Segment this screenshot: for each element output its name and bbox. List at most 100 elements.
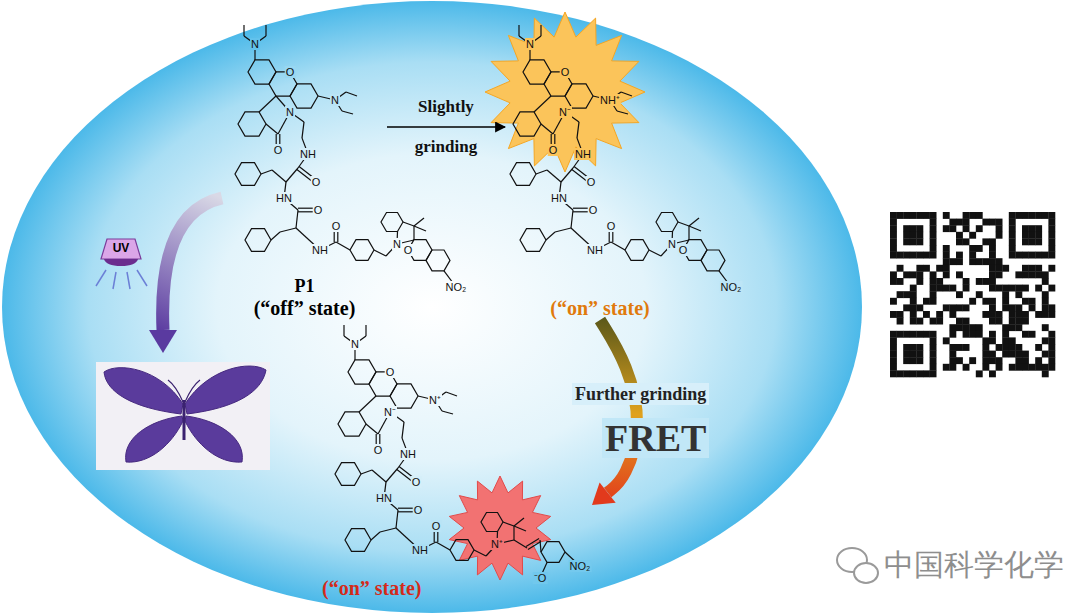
atom-label: NH — [299, 148, 317, 160]
qr-cell — [1042, 364, 1049, 371]
atom-label: O — [678, 244, 689, 256]
qr-cell — [1042, 324, 1049, 331]
qr-cell — [890, 364, 897, 371]
benzene-ring — [426, 250, 450, 271]
qr-cell — [910, 344, 917, 351]
atom-label: NH — [399, 448, 417, 460]
qr-cell — [956, 238, 963, 245]
qr-cell — [1015, 351, 1022, 358]
qr-cell — [989, 298, 996, 305]
qr-cell — [910, 331, 917, 338]
bond-line — [365, 325, 366, 336]
qr-cell — [930, 298, 937, 305]
qr-cell — [1015, 212, 1022, 219]
atom-label: N — [392, 238, 402, 250]
qr-cell — [1048, 225, 1055, 232]
qr-cell — [903, 344, 910, 351]
uv-ray — [137, 270, 147, 286]
qr-cell — [910, 252, 917, 259]
benzene-ring — [541, 542, 565, 563]
uv-ray — [127, 272, 130, 289]
bond-line — [555, 228, 571, 232]
qr-cell — [996, 344, 1003, 351]
bond-line — [271, 232, 280, 240]
butterfly-body — [183, 400, 186, 440]
benzene-ring — [348, 360, 376, 384]
qr-cell — [996, 318, 1003, 325]
qr-cell — [1048, 265, 1055, 272]
qr-cell — [996, 219, 1003, 226]
bond-line — [403, 222, 414, 226]
qr-cell — [1022, 212, 1029, 219]
qr-cell — [890, 311, 897, 318]
bond-line — [513, 526, 514, 540]
qr-cell — [897, 311, 904, 318]
qr-cell — [890, 357, 897, 364]
bond-line — [534, 96, 551, 112]
qr-code — [887, 209, 1058, 380]
qr-cell — [1022, 351, 1029, 358]
qr-cell — [1048, 357, 1055, 364]
atom-label: N — [525, 38, 535, 50]
qr-cell — [923, 331, 930, 338]
qr-cell — [949, 225, 956, 232]
qr-cell — [936, 285, 943, 292]
qr-cell — [1042, 252, 1049, 259]
atom-label: NO₂ — [720, 281, 743, 293]
benzene-ring — [238, 112, 266, 136]
qr-cell — [916, 318, 923, 325]
qr-cell — [949, 219, 956, 226]
bond-line — [380, 528, 396, 532]
qr-cell — [897, 291, 904, 298]
qr-cell — [903, 370, 910, 377]
bond-line — [342, 111, 353, 114]
bond-line — [343, 325, 344, 336]
qr-cell — [1029, 212, 1036, 219]
qr-cell — [916, 370, 923, 377]
qr-cell — [897, 252, 904, 259]
qr-cell — [916, 278, 923, 285]
qr-cell — [969, 331, 976, 338]
process-label: FRET — [602, 418, 709, 458]
qr-cell — [1022, 225, 1029, 232]
bond-line — [402, 422, 404, 438]
qr-cell — [930, 271, 937, 278]
qr-cell — [976, 225, 983, 232]
qr-cell — [910, 291, 917, 298]
atom-label: O — [548, 144, 559, 156]
qr-cell — [890, 232, 897, 239]
bond-line — [528, 542, 541, 550]
qr-cell — [890, 331, 897, 338]
qr-cell — [963, 225, 970, 232]
qr-cell — [1035, 225, 1042, 232]
bond-line — [540, 25, 541, 36]
qr-cell — [897, 212, 904, 219]
qr-cell — [956, 271, 963, 278]
qr-cell — [936, 265, 943, 272]
qr-cell — [1042, 298, 1049, 305]
qr-cell — [1022, 298, 1029, 305]
atom-label: O — [331, 220, 342, 232]
qr-cell — [890, 245, 897, 252]
qr-cell — [1002, 265, 1009, 272]
qr-cell — [903, 232, 910, 239]
qr-cell — [923, 311, 930, 318]
benzene-ring — [248, 60, 276, 84]
bond-line — [359, 396, 376, 412]
qr-cell — [1015, 318, 1022, 325]
qr-cell — [996, 357, 1003, 364]
qr-cell — [982, 357, 989, 364]
qr-cell — [982, 219, 989, 226]
qr-cell — [969, 252, 976, 259]
qr-cell — [1002, 324, 1009, 331]
qr-cell — [910, 225, 917, 232]
bond-line — [346, 92, 357, 96]
atom-label: NH⁺ — [599, 94, 621, 106]
qr-cell — [1029, 364, 1036, 371]
atom-label: N — [667, 238, 677, 250]
qr-cell — [1048, 311, 1055, 318]
qr-cell — [1022, 311, 1029, 318]
bond-line — [541, 124, 553, 134]
qr-cell — [1015, 271, 1022, 278]
